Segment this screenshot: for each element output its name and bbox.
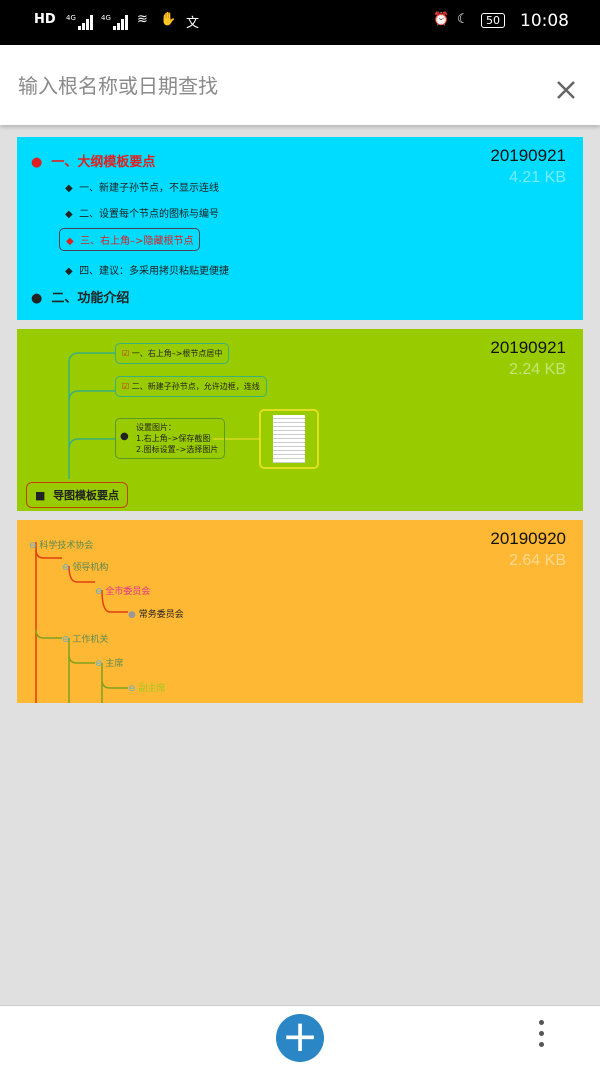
app-icon: 文 (186, 16, 200, 31)
outline-item: ◆ 三、右上角–>隐藏根节点 (59, 228, 201, 251)
clock: 10:08 (520, 11, 569, 31)
file-date: 20190920 (490, 529, 566, 548)
file-card[interactable]: 20190921 2.24 KB ☑ 一、右上角–>根节点居中 ☑ 二、新建子孙… (17, 329, 583, 511)
alarm-icon: ⏰ (433, 12, 450, 27)
wifi-icon: ≋ (137, 12, 148, 27)
mindmap-node: ☑ 一、右上角–>根节点居中 (115, 343, 230, 364)
file-size: 2.24 KB (509, 361, 566, 378)
hd-icon: HD (34, 12, 56, 27)
file-date: 20190921 (490, 146, 566, 165)
tree-node: ● 常务委员会 (128, 610, 184, 620)
outline-item: ● 一、大纲模板要点 (31, 155, 156, 170)
mindmap-root-node: ■ 导图模板要点 (26, 482, 129, 508)
4g-signal-icon: 4G (66, 14, 93, 30)
file-date: 20190921 (490, 338, 566, 357)
search-input[interactable] (18, 69, 518, 103)
svg-text:4G: 4G (66, 14, 76, 22)
status-bar: HD 4G 4G ≋ ✋ 文 ⏰ ☾ 50 10:08 (0, 0, 600, 45)
mindmap-connectors (68, 352, 259, 479)
battery-indicator: 50 (481, 13, 505, 28)
file-card[interactable]: 20190920 2.64 KB ⊖ 科学技术协会 ⊖ 领导机构 ⊖ 全市委员会… (17, 520, 583, 703)
file-size: 4.21 KB (509, 169, 566, 186)
bottom-bar: + (0, 1005, 600, 1067)
tree-node: ⊖ 主席 (95, 659, 124, 669)
search-bar (0, 45, 600, 125)
add-button[interactable]: + (276, 1014, 324, 1062)
outline-item: ● 二、功能介绍 (31, 291, 130, 306)
tree-node: ⊖ 副主席 (128, 684, 166, 694)
svg-text:4G: 4G (101, 14, 111, 22)
hand-icon: ✋ (160, 12, 177, 27)
mindmap-node: ☑ 二、新建子孙节点，允许边框，连线 (115, 376, 267, 397)
4g-signal-icon: 4G (101, 14, 128, 30)
outline-item: ◆ 一、新建子孙节点，不显示连线 (65, 183, 220, 194)
outline-item: ◆ 四、建议：多采用拷贝粘贴更便捷 (65, 266, 230, 277)
plus-icon: + (281, 1011, 319, 1062)
close-icon[interactable] (556, 80, 576, 100)
moon-icon: ☾ (457, 12, 469, 27)
tree-node: ⊖ 工作机关 (62, 635, 109, 645)
more-vertical-icon[interactable] (534, 1016, 548, 1056)
tree-node: ⊖ 科学技术协会 (29, 541, 94, 551)
tree-connectors (35, 542, 128, 703)
file-size: 2.64 KB (509, 552, 566, 569)
file-card[interactable]: 20190921 4.21 KB ● 一、大纲模板要点 ◆ 一、新建子孙节点，不… (17, 137, 583, 320)
tree-node: ⊖ 领导机构 (62, 563, 109, 573)
tree-node: ⊖ 全市委员会 (95, 587, 151, 597)
node-image-thumbnail (259, 409, 319, 469)
outline-item: ◆ 二、设置每个节点的图标与编号 (65, 209, 220, 220)
